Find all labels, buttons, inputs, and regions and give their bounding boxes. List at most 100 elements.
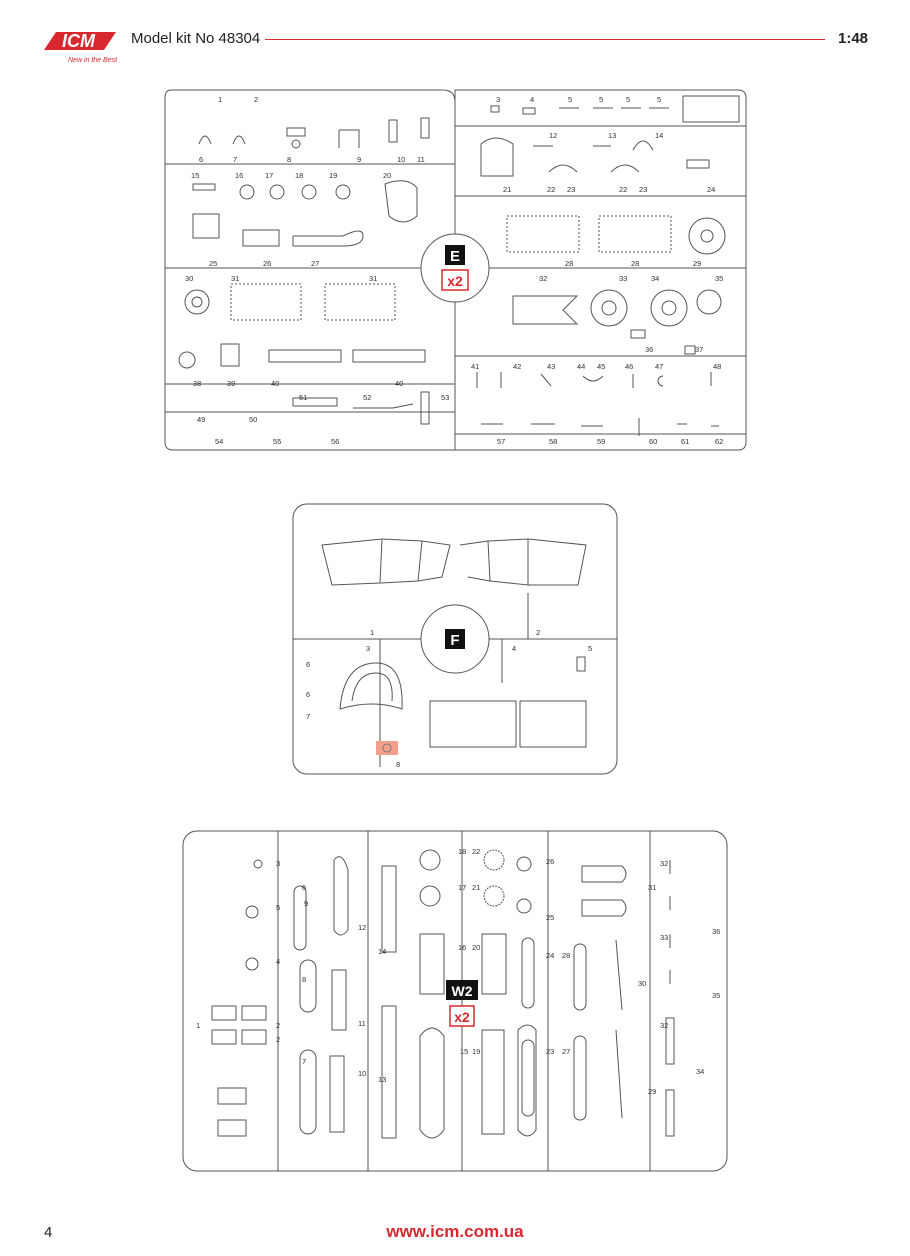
svg-text:1: 1 [196, 1021, 200, 1030]
svg-text:17: 17 [458, 883, 466, 892]
svg-text:24: 24 [707, 185, 715, 194]
svg-text:13: 13 [378, 1075, 386, 1084]
svg-text:16: 16 [235, 171, 243, 180]
svg-text:5: 5 [568, 95, 572, 104]
svg-text:14: 14 [655, 131, 663, 140]
svg-text:2: 2 [276, 1035, 280, 1044]
svg-text:5: 5 [657, 95, 661, 104]
svg-text:31: 31 [231, 274, 239, 283]
svg-text:11: 11 [417, 155, 425, 164]
svg-text:6: 6 [306, 690, 310, 699]
svg-text:40: 40 [271, 379, 279, 388]
svg-text:18: 18 [295, 171, 303, 180]
svg-text:32: 32 [660, 1021, 668, 1030]
icm-logo: ICM New in the Best [44, 31, 118, 64]
svg-text:6: 6 [199, 155, 203, 164]
svg-text:4: 4 [276, 957, 280, 966]
sprue-w2-multiplier: x2 [454, 1009, 470, 1025]
svg-text:39: 39 [227, 379, 235, 388]
svg-text:New in the Best: New in the Best [68, 57, 118, 64]
svg-text:7: 7 [306, 712, 310, 721]
svg-text:42: 42 [513, 362, 521, 371]
svg-text:23: 23 [546, 1047, 554, 1056]
svg-text:21: 21 [503, 185, 511, 194]
svg-text:8: 8 [302, 975, 306, 984]
svg-text:20: 20 [383, 171, 391, 180]
svg-text:51: 51 [299, 393, 307, 402]
svg-text:56: 56 [331, 437, 339, 446]
svg-text:27: 27 [311, 259, 319, 268]
svg-text:2: 2 [276, 1021, 280, 1030]
svg-text:10: 10 [397, 155, 405, 164]
svg-text:32: 32 [660, 859, 668, 868]
svg-text:45: 45 [597, 362, 605, 371]
website-link[interactable]: www.icm.com.ua [386, 1222, 524, 1241]
svg-text:ICM: ICM [62, 31, 96, 51]
svg-text:34: 34 [696, 1067, 704, 1076]
svg-text:30: 30 [638, 979, 646, 988]
svg-text:18: 18 [458, 847, 466, 856]
svg-text:22: 22 [472, 847, 480, 856]
svg-text:19: 19 [329, 171, 337, 180]
svg-text:48: 48 [713, 362, 721, 371]
svg-text:44: 44 [577, 362, 585, 371]
svg-text:13: 13 [608, 131, 616, 140]
svg-text:49: 49 [197, 415, 205, 424]
svg-text:9: 9 [304, 899, 308, 908]
svg-text:4: 4 [530, 95, 534, 104]
svg-text:28: 28 [562, 951, 570, 960]
svg-text:8: 8 [396, 760, 400, 769]
page-number: 4 [44, 1224, 53, 1241]
svg-text:4: 4 [512, 644, 516, 653]
sprue-f-letter: F [450, 632, 459, 649]
svg-text:23: 23 [567, 185, 575, 194]
svg-text:23: 23 [639, 185, 647, 194]
svg-text:34: 34 [651, 274, 659, 283]
svg-text:54: 54 [215, 437, 223, 446]
svg-text:36: 36 [712, 927, 720, 936]
svg-text:37: 37 [695, 345, 703, 354]
svg-text:8: 8 [287, 155, 291, 164]
svg-text:21: 21 [472, 883, 480, 892]
svg-text:6: 6 [306, 660, 310, 669]
svg-text:35: 35 [712, 991, 720, 1000]
svg-text:22: 22 [547, 185, 555, 194]
svg-text:31: 31 [369, 274, 377, 283]
svg-text:31: 31 [648, 883, 656, 892]
svg-text:9: 9 [357, 155, 361, 164]
svg-text:58: 58 [549, 437, 557, 446]
svg-text:15: 15 [191, 171, 199, 180]
header-divider [265, 39, 825, 40]
svg-text:60: 60 [649, 437, 657, 446]
svg-text:30: 30 [185, 274, 193, 283]
svg-text:5: 5 [626, 95, 630, 104]
svg-text:33: 33 [619, 274, 627, 283]
svg-text:6: 6 [302, 883, 306, 892]
svg-text:55: 55 [273, 437, 281, 446]
svg-text:2: 2 [536, 628, 540, 637]
svg-text:59: 59 [597, 437, 605, 446]
svg-text:24: 24 [546, 951, 554, 960]
svg-text:61: 61 [681, 437, 689, 446]
svg-text:53: 53 [441, 393, 449, 402]
svg-text:1: 1 [370, 628, 374, 637]
svg-text:26: 26 [263, 259, 271, 268]
svg-text:25: 25 [209, 259, 217, 268]
svg-text:46: 46 [625, 362, 633, 371]
scale-label: 1:48 [838, 30, 869, 47]
svg-text:28: 28 [631, 259, 639, 268]
svg-text:19: 19 [472, 1047, 480, 1056]
svg-text:32: 32 [539, 274, 547, 283]
page-header: ICM New in the Best Model kit No 48304 1… [0, 0, 910, 80]
svg-text:27: 27 [562, 1047, 570, 1056]
svg-text:11: 11 [358, 1019, 366, 1028]
svg-text:29: 29 [693, 259, 701, 268]
svg-text:28: 28 [565, 259, 573, 268]
svg-text:50: 50 [249, 415, 257, 424]
svg-text:14: 14 [378, 947, 386, 956]
svg-text:57: 57 [497, 437, 505, 446]
svg-text:12: 12 [549, 131, 557, 140]
svg-text:5: 5 [276, 903, 280, 912]
svg-text:22: 22 [619, 185, 627, 194]
